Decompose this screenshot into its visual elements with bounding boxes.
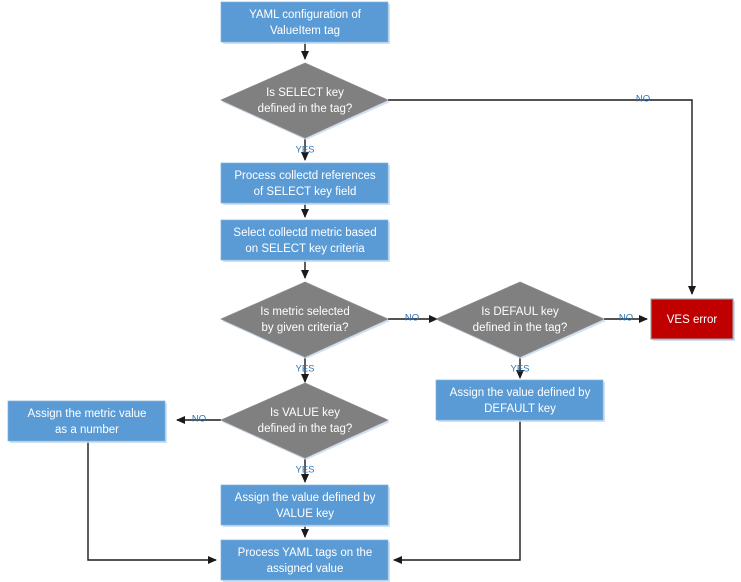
select-collectd-metric-line-2: on SELECT key criteria — [245, 243, 365, 255]
edge-label-defaul-yes: YES — [510, 364, 529, 375]
is-defaul-key-line-1: Is DEFAUL key — [481, 306, 559, 318]
yaml-config-line-1: YAML configuration of — [249, 9, 362, 21]
is-metric-selected-line-2: by given criteria? — [262, 322, 349, 334]
is-select-key-line-2: defined in the tag? — [258, 103, 353, 115]
assign-default-value-line-1: Assign the value defined by — [450, 387, 591, 399]
is-value-key-line-1: Is VALUE key — [270, 407, 340, 419]
is-value-key-shape — [220, 382, 389, 459]
edge-default-to-yaml — [393, 420, 521, 564]
edge-label-select-no: NO — [636, 94, 650, 105]
ves-error-label: VES error — [667, 314, 718, 326]
node-ves-error[interactable]: VES error — [650, 298, 735, 341]
node-is-value-key[interactable]: Is VALUE key defined in the tag? — [220, 382, 390, 460]
assign-default-value-line-2: DEFAULT key — [484, 403, 556, 415]
node-is-metric-selected[interactable]: Is metric selected by given criteria? — [220, 281, 390, 359]
is-select-key-line-1: Is SELECT key — [266, 87, 344, 99]
is-metric-selected-line-1: Is metric selected — [260, 306, 349, 318]
assign-value-key-box — [220, 484, 389, 526]
assign-value-key-line-2: VALUE key — [276, 508, 334, 520]
select-collectd-metric-line-1: Select collectd metric based — [233, 227, 376, 239]
node-select-collectd-metric[interactable]: Select collectd metric based on SELECT k… — [220, 219, 390, 262]
edge-label-value-yes: YES — [295, 465, 314, 476]
edge-label-value-no: NO — [192, 414, 206, 425]
edge-label-defaul-no: NO — [619, 313, 633, 324]
assign-metric-number-line-1: Assign the metric value — [28, 408, 147, 420]
process-collectd-references-line-2: of SELECT key field — [254, 186, 357, 198]
edge-labels-layer: NO YES NO YES NO YES NO YES — [192, 94, 650, 476]
assign-metric-number-line-2: as a number — [55, 424, 119, 436]
process-yaml-tags-box — [220, 539, 389, 581]
assign-metric-number-box — [7, 400, 166, 442]
is-defaul-key-shape — [435, 281, 605, 358]
process-collectd-references-box — [220, 162, 389, 204]
is-metric-selected-shape — [220, 281, 389, 358]
node-assign-metric-number[interactable]: Assign the metric value as a number — [7, 400, 167, 443]
node-yaml-config[interactable]: YAML configuration of ValueItem tag — [220, 1, 390, 44]
process-yaml-tags-line-2: assigned value — [267, 563, 344, 575]
node-is-defaul-key[interactable]: Is DEFAUL key defined in the tag? — [435, 281, 606, 359]
edge-number-to-yaml — [87, 441, 217, 564]
node-process-yaml-tags[interactable]: Process YAML tags on the assigned value — [220, 539, 390, 582]
edge-label-select-yes: YES — [295, 145, 314, 156]
ves-error-box — [650, 298, 734, 340]
node-assign-value-key[interactable]: Assign the value defined by VALUE key — [220, 484, 390, 527]
yaml-config-line-2: ValueItem tag — [270, 25, 340, 37]
is-defaul-key-line-2: defined in the tag? — [473, 322, 568, 334]
assign-value-key-line-1: Assign the value defined by — [235, 492, 376, 504]
edges-layer — [87, 42, 696, 564]
edge-label-metric-no: NO — [405, 313, 419, 324]
assign-default-value-box — [435, 379, 604, 421]
process-collectd-references-line-1: Process collectd references — [234, 170, 376, 182]
is-value-key-line-2: defined in the tag? — [258, 423, 353, 435]
node-is-select-key[interactable]: Is SELECT key defined in the tag? — [220, 62, 390, 140]
node-process-collectd-references[interactable]: Process collectd references of SELECT ke… — [220, 162, 390, 205]
process-yaml-tags-line-1: Process YAML tags on the — [238, 547, 373, 559]
node-assign-default-value[interactable]: Assign the value defined by DEFAULT key — [435, 379, 605, 422]
yaml-config-box — [220, 1, 389, 43]
edge-label-metric-yes: YES — [295, 364, 314, 375]
edge-select-no — [388, 99, 696, 295]
select-collectd-metric-box — [220, 219, 389, 261]
is-select-key-shape — [220, 62, 389, 139]
